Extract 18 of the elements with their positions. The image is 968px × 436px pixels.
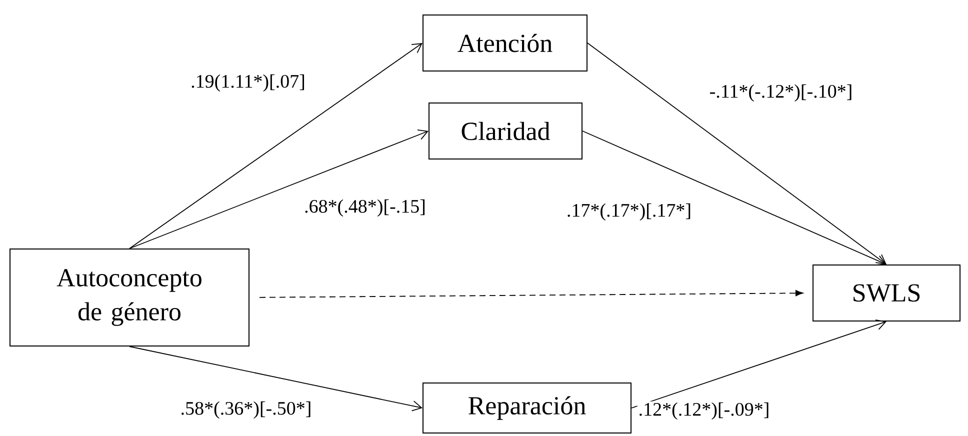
arrow bbox=[582, 130, 887, 266]
edge-label: .12*(.12*)[-.09*] bbox=[637, 401, 771, 421]
arrow bbox=[129, 346, 422, 412]
arrow bbox=[129, 43, 422, 249]
arrow bbox=[631, 320, 887, 408]
edge-label: .58*(.36*)[-.50*] bbox=[179, 400, 313, 420]
arrow bbox=[259, 290, 804, 298]
edge-label: -.11*(-.12*)[-.10*] bbox=[708, 83, 854, 103]
variable-box: SWLS bbox=[812, 264, 961, 322]
variable-box: Autoconcepto de género bbox=[10, 248, 250, 346]
arrow bbox=[129, 130, 428, 249]
variable-box: Claridad bbox=[428, 102, 582, 160]
edge-label: .17*(.17*)[.17*] bbox=[565, 202, 693, 222]
variable-box: Atención bbox=[422, 14, 588, 72]
arrow bbox=[587, 42, 887, 264]
edge-label: .19(1.11*)[.07] bbox=[190, 73, 306, 93]
edge-label: .68*(.48*)[-.15] bbox=[303, 198, 427, 218]
variable-box: Reparación bbox=[422, 382, 632, 434]
